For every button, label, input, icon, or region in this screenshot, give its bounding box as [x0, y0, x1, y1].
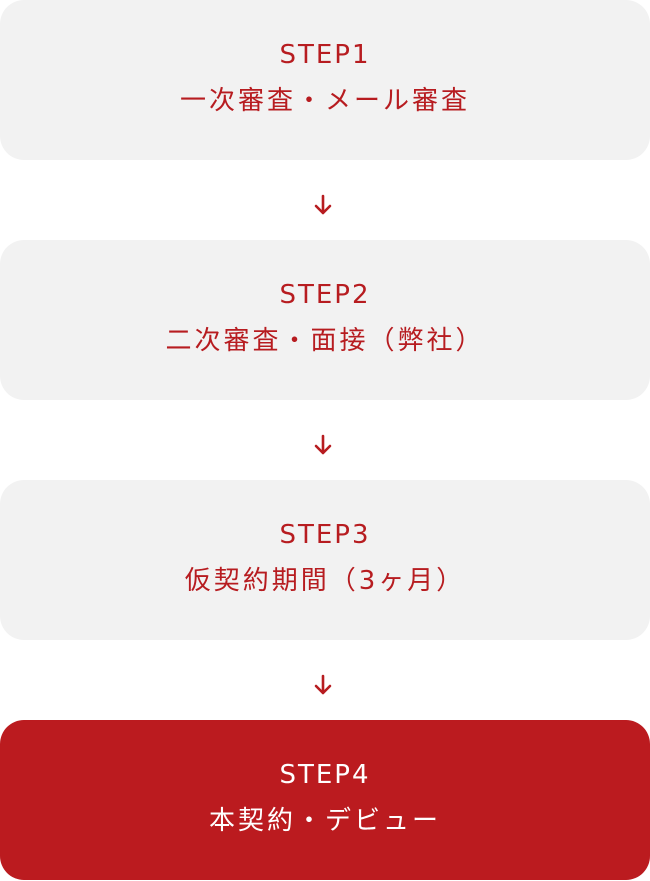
step-2-box: STEP2 二次審査・面接（弊社）: [0, 240, 650, 400]
step-1-label: STEP1: [279, 40, 371, 70]
step-3-title: 仮契約期間（3ヶ月）: [184, 566, 466, 596]
step-4-label: STEP4: [279, 760, 371, 790]
step-3-box: STEP3 仮契約期間（3ヶ月）: [0, 480, 650, 640]
step-3-label: STEP3: [279, 520, 371, 550]
arrow-down-icon: [311, 193, 335, 217]
arrow-down-icon: [311, 673, 335, 697]
step-2-title: 二次審査・面接（弊社）: [165, 326, 485, 356]
arrow-down-icon: [311, 433, 335, 457]
step-2-label: STEP2: [279, 280, 371, 310]
step-4-title: 本契約・デビュー: [208, 806, 441, 836]
step-4-box: STEP4 本契約・デビュー: [0, 720, 650, 880]
step-1-title: 一次審査・メール審査: [179, 86, 470, 116]
step-1-box: STEP1 一次審査・メール審査: [0, 0, 650, 160]
